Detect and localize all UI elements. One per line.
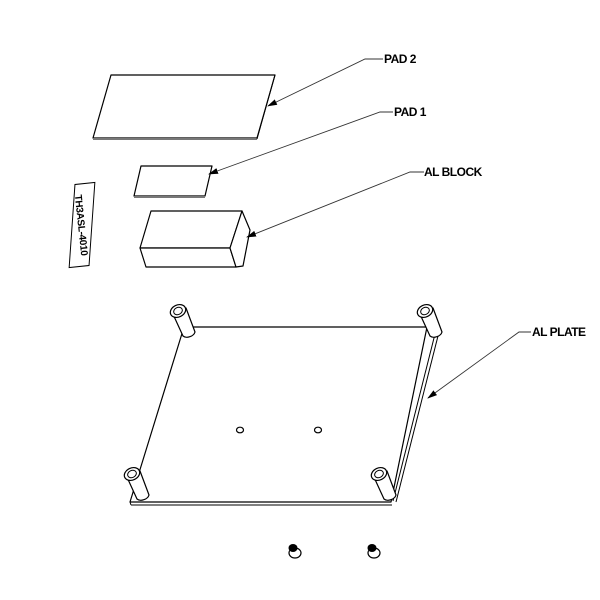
al-plate-leader: AL PLATE [427,325,587,399]
plate-hole [313,426,323,434]
pad-1-label: PAD 1 [394,105,427,119]
pad-2-label: PAD 2 [384,52,417,66]
standoff [169,303,196,338]
al-block [139,210,251,268]
screw [367,544,381,559]
pad-2 [92,74,276,140]
pad-1-leader: PAD 1 [208,105,427,175]
plate-hole [235,426,245,434]
al-plate [123,303,443,506]
pad-1 [133,165,213,198]
part-tag: TH3ASL-4010 [68,181,96,269]
screw [288,544,302,559]
pad-2-leader: PAD 2 [267,52,417,107]
standoff [370,466,397,501]
al-plate-label: AL PLATE [532,325,586,339]
standoff [416,303,443,338]
al-block-label: AL BLOCK [424,165,483,179]
al-block-leader: AL BLOCK [246,165,483,238]
standoff [123,466,150,501]
